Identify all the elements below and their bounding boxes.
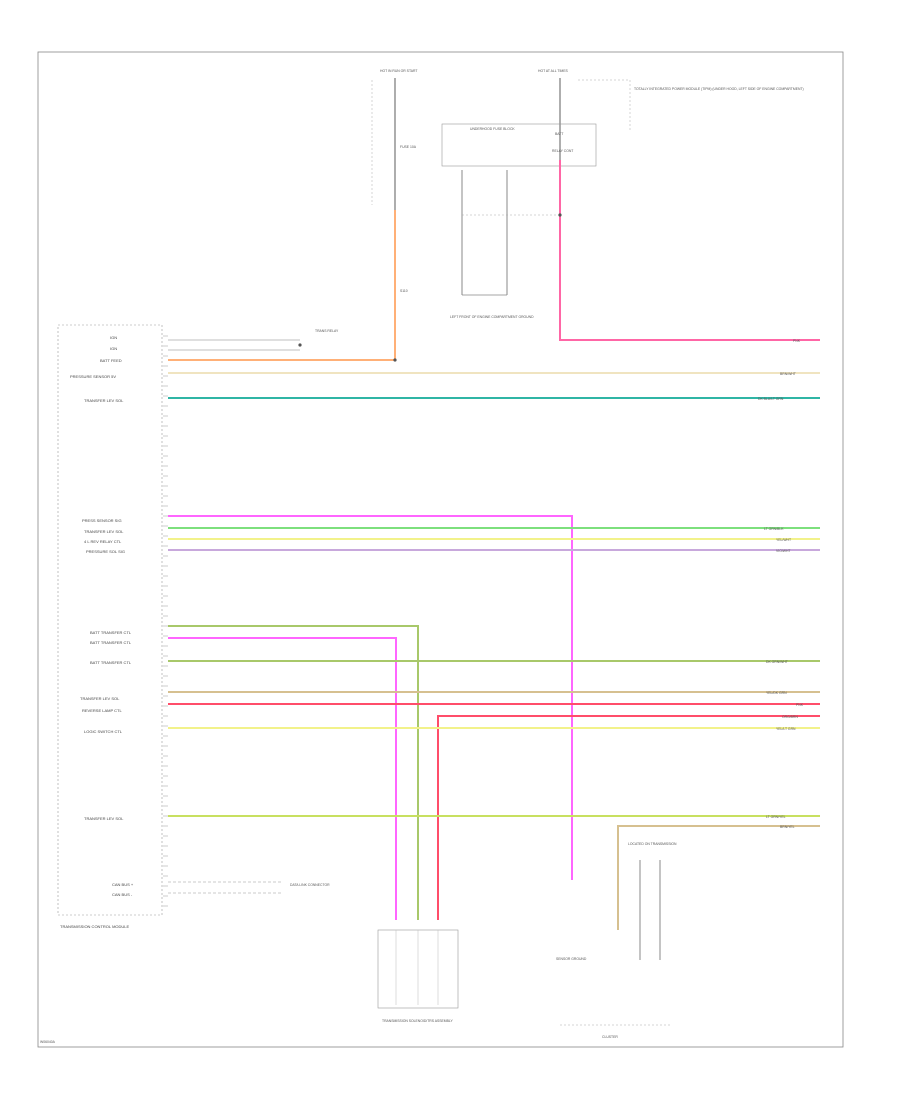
pin-label: BATT TRANSFER CTL — [90, 630, 132, 635]
pin-column — [163, 335, 168, 907]
relay-cont-label: RELAY CONT — [552, 149, 573, 153]
trans-relay-label: TRANS RELAY — [315, 329, 339, 333]
ref-label: BRN/WHT — [780, 372, 796, 376]
pin-label: 4 L REV RELAY CTL — [84, 539, 122, 544]
pin-label: CAN BUS + — [112, 882, 134, 887]
hot-run-label: HOT IN RUN OR START — [380, 69, 418, 73]
pin-label: IGN — [110, 335, 117, 340]
ref-label: YEL/WHT — [776, 538, 791, 542]
ref-label: LT GRN/YEL — [766, 815, 786, 819]
hot-all-label: HOT AT ALL TIMES — [538, 69, 569, 73]
data-link-label: DATA LINK CONNECTOR — [290, 883, 330, 887]
ref-label: PNK — [793, 339, 801, 343]
pin-label: PRESSURE SENSOR 5V — [70, 374, 116, 379]
pin-label: BATT TRANSFER CTL — [90, 640, 132, 645]
pin-label: TRANSFER LEV SOL — [80, 696, 120, 701]
connector-note: LOCATED ON TRANSMISSION — [628, 842, 677, 846]
ref-label: VIO/WHT — [776, 549, 791, 553]
pin-label: TRANSFER LEV SOL — [84, 398, 124, 403]
splice-points — [298, 213, 562, 362]
ref-label: YEL/DK GRN — [766, 691, 787, 695]
pin-label: BATT FEED — [100, 358, 122, 363]
underhood-fuse-block — [441, 123, 597, 167]
pin-label: TRANSFER LEV SOL — [84, 816, 124, 821]
pin-label: CAN BUS - — [112, 892, 133, 897]
pin-label: IGN — [110, 346, 117, 351]
ref-label: YEL/LT GRN — [776, 727, 796, 731]
ref-label: PNK — [796, 703, 804, 707]
pin-label: PRESSURE SOL SIG — [86, 549, 125, 554]
ground-note: LEFT FRONT OF ENGINE COMPARTMENT GROUND — [450, 315, 534, 319]
pin-label: BATT TRANSFER CTL — [90, 660, 132, 665]
left-pin-labels: IGN IGN BATT FEED PRESSURE SENSOR 5V TRA… — [70, 335, 134, 897]
trans-solenoid-label: TRANSMISSION SOLENOID/TRS ASSEMBLY — [382, 1019, 454, 1023]
tcm-module-outline — [57, 324, 163, 916]
page-code: W06040A — [40, 1040, 56, 1044]
underhood-label: UNDERHOOD FUSE BLOCK — [470, 127, 515, 131]
bottom-components: TRANSMISSION SOLENOID/TRS ASSEMBLY CLUST… — [168, 842, 677, 1039]
pin-label: LOGIC SWITCH CTL — [84, 729, 123, 734]
pin-label: REVERSE LAMP CTL — [82, 708, 122, 713]
ref-label: BRN/YEL — [780, 825, 795, 829]
ref-label: DK GRN/WHT — [766, 660, 788, 664]
batt-label: BATT — [555, 132, 563, 136]
diagram-frame — [37, 51, 844, 1048]
right-refs: PNK BRN/WHT DK BLU/LT GRN LT GRN/BLK YEL… — [758, 339, 804, 829]
ref-label: DK BLU/LT GRN — [758, 397, 784, 401]
splice-label: S110 — [400, 289, 408, 293]
ref-label: LT GRN/BLK — [764, 527, 784, 531]
cluster-label: CLUSTER — [602, 1035, 618, 1039]
pin-label: PRESS SENSOR SIG — [82, 518, 122, 523]
tcm-module-label: TRANSMISSION CONTROL MODULE — [60, 924, 130, 929]
ref-label: ORG/BRN — [782, 715, 798, 719]
power-feeds: HOT IN RUN OR START HOT AT ALL TIMES FUS… — [315, 69, 804, 333]
sensor-ground-label: SENSOR GROUND — [556, 957, 587, 961]
relay-note: TOTALLY INTEGRATED POWER MODULE (TIPM) (… — [634, 87, 804, 91]
pin-label: TRANSFER LEV SOL — [84, 529, 124, 534]
wire-runs — [168, 160, 820, 930]
fuse1-label: FUSE 10A — [400, 145, 417, 149]
